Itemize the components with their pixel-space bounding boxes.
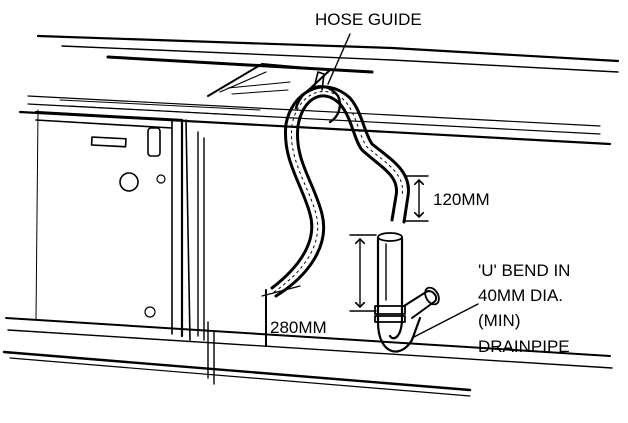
screw-icon <box>144 306 156 318</box>
program-knob <box>119 172 139 192</box>
leader-hose-guide <box>327 33 351 85</box>
cabinet-side <box>197 131 301 347</box>
label-u-bend-line-4: DRAINPIPE <box>478 337 570 356</box>
drainpipe-icon <box>374 232 440 353</box>
worktop <box>18 34 620 146</box>
door-latch <box>147 127 161 157</box>
label-u-bend-line-2: 40MM DIA. <box>478 286 563 305</box>
label-120mm: 120MM <box>433 190 490 209</box>
label-u-bend-line-3: (MIN) <box>478 311 520 330</box>
worktop-cutout <box>207 63 331 99</box>
plinth <box>2 317 613 397</box>
leader-u-bend <box>411 303 479 339</box>
dimension-280 <box>349 234 377 312</box>
label-u-bend-line-1: 'U' BEND IN <box>478 261 570 280</box>
control-panel-slot <box>90 136 127 148</box>
label-280mm: 280MM <box>270 318 327 337</box>
dimension-120 <box>405 175 429 222</box>
hose-guide-clip-icon <box>294 71 342 124</box>
label-hose-guide: HOSE GUIDE <box>315 10 422 29</box>
dishwasher <box>34 109 191 341</box>
